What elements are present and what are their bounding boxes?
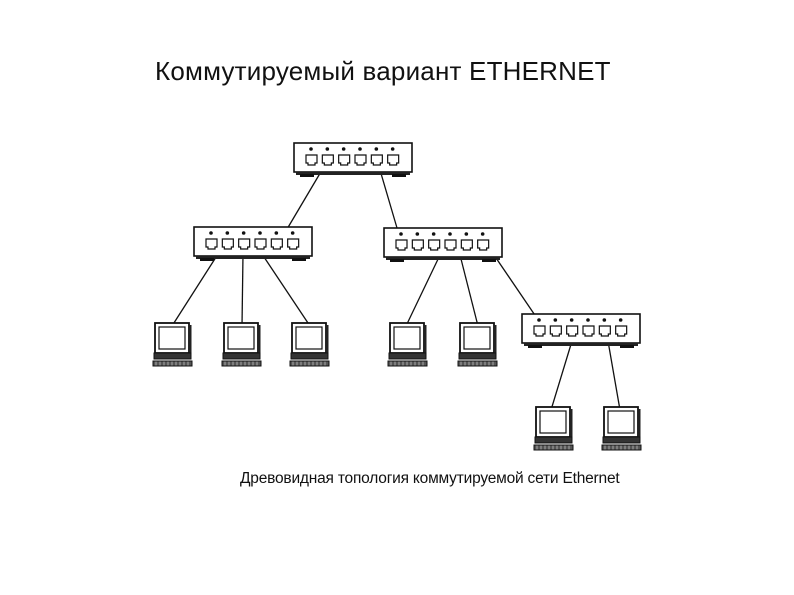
- switch-port: [460, 239, 473, 251]
- link-sw-right-pc-7: [607, 340, 621, 411]
- link-sw-mid-pc-5: [459, 254, 479, 327]
- switch-right: [521, 313, 641, 348]
- computer-1: [152, 322, 193, 367]
- computer-6: [533, 406, 574, 451]
- switch-port: [411, 239, 424, 251]
- switch-port: [566, 325, 579, 337]
- switch-port: [205, 238, 218, 250]
- switch-port: [287, 238, 300, 250]
- switch-port: [387, 154, 400, 166]
- switch-port: [598, 325, 611, 337]
- switch-left: [193, 226, 313, 261]
- switch-port: [270, 238, 283, 250]
- switch-port: [305, 154, 318, 166]
- link-sw-left-pc-1: [171, 253, 219, 327]
- switch-port: [370, 154, 383, 166]
- switch-port: [321, 154, 334, 166]
- switch-port: [221, 238, 234, 250]
- nodes-layer: [152, 142, 642, 451]
- switch-port: [254, 238, 267, 250]
- switch-port: [395, 239, 408, 251]
- link-sw-left-pc-2: [241, 253, 244, 327]
- computer-5: [457, 322, 498, 367]
- switch-port: [428, 239, 441, 251]
- switch-port: [615, 325, 628, 337]
- switch-mid: [383, 227, 503, 262]
- switch-port: [354, 154, 367, 166]
- link-sw-mid-pc-4: [405, 254, 441, 327]
- computer-7: [601, 406, 642, 451]
- links-layer: [171, 169, 621, 411]
- switch-port: [338, 154, 351, 166]
- switch-port: [582, 325, 595, 337]
- switch-port: [444, 239, 457, 251]
- link-sw-right-pc-6: [550, 340, 573, 411]
- computer-4: [387, 322, 428, 367]
- slide-title: Коммутируемый вариант ETHERNET: [155, 56, 611, 86]
- computer-3: [289, 322, 330, 367]
- computer-2: [221, 322, 262, 367]
- switch-port: [238, 238, 251, 250]
- switch-port: [549, 325, 562, 337]
- diagram-caption: Древовидная топология коммутируемой сети…: [240, 470, 620, 487]
- link-sw-left-pc-3: [261, 253, 311, 327]
- switch-root: [293, 142, 413, 177]
- switch-port: [477, 239, 490, 251]
- switch-port: [533, 325, 546, 337]
